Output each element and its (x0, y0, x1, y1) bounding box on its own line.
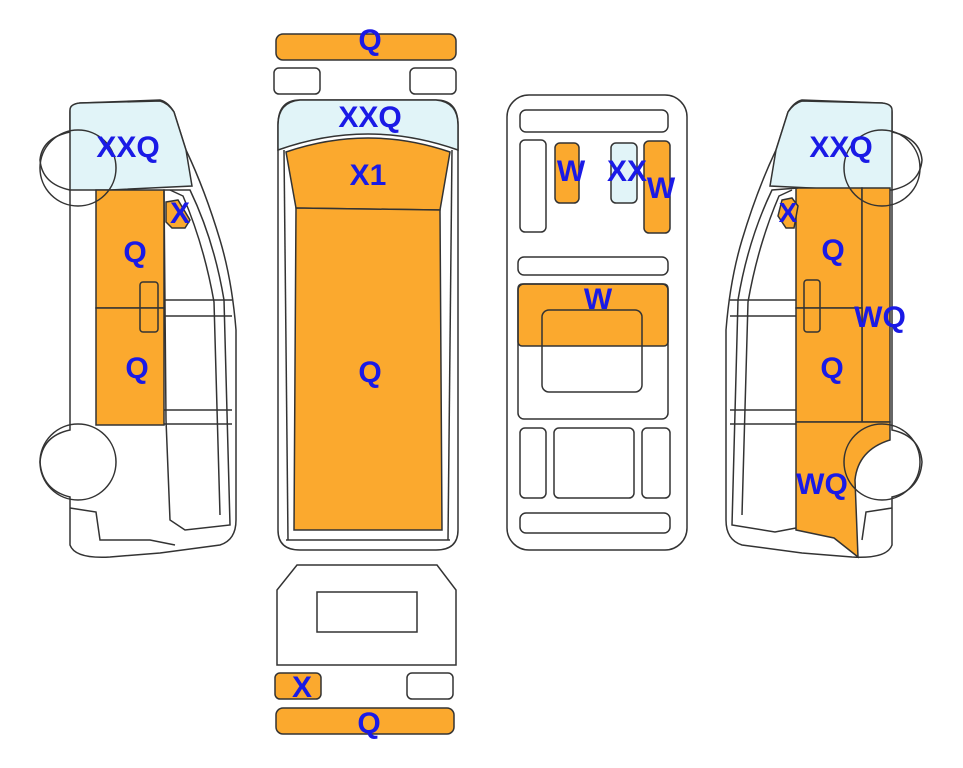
roof-center-label: XX (607, 155, 647, 188)
front-bumper[interactable] (275, 33, 457, 61)
front-hood[interactable] (293, 207, 443, 531)
roof-rear-left-rail (519, 427, 547, 499)
front-hood-top[interactable] (285, 137, 451, 211)
rear-body-outline (276, 564, 457, 666)
roof-left-rail[interactable] (554, 142, 580, 204)
right-side-pillar-inner (741, 189, 793, 516)
right-side-rear-wheel (843, 423, 921, 501)
left-side-pillar-frame (163, 189, 231, 531)
left-side-rear-door[interactable] (95, 307, 165, 426)
front-bumper-label: Q (358, 24, 381, 57)
left-side-view: XXQ X Q Q (39, 99, 237, 558)
left-side-front-wheel (39, 129, 117, 207)
roof-left-side-rail (519, 139, 547, 233)
roof-rear-bar (519, 512, 671, 534)
right-side-a-pillar-label: X (779, 197, 798, 228)
rear-view: X Q (274, 564, 457, 740)
front-hood-label: Q (358, 356, 381, 389)
right-side-rear-quarter-label: WQ (796, 468, 848, 501)
right-side-front-door[interactable] (795, 187, 863, 309)
roof-view: W XX W W (506, 94, 688, 551)
left-side-door-handle (139, 281, 159, 333)
right-side-rear-quarter[interactable] (795, 421, 891, 559)
rear-bumper-label: Q (357, 707, 380, 740)
right-side-door-handle (803, 279, 821, 333)
rear-left-light-label: X (292, 671, 312, 704)
front-left-light (273, 67, 321, 95)
roof-right-rail-label: W (647, 172, 676, 205)
left-side-a-pillar-label: X (170, 197, 190, 230)
left-side-front-door-label: Q (123, 236, 146, 269)
right-side-front-door-label: Q (821, 234, 844, 267)
right-side-rear-door-label: Q (820, 352, 843, 385)
left-side-windshield-label: XXQ (96, 131, 159, 164)
front-left-edge (283, 149, 289, 541)
left-side-pillar-inner (169, 189, 221, 516)
roof-mid-bar (517, 256, 669, 276)
front-hood-top-label: X1 (350, 159, 387, 192)
right-side-windshield (769, 100, 893, 191)
roof-front-bar (519, 109, 669, 133)
roof-sunroof-label: W (584, 283, 613, 316)
right-side-door-edge[interactable] (861, 187, 891, 423)
rear-bumper[interactable] (275, 707, 455, 735)
right-side-rear-door[interactable] (795, 307, 863, 423)
rear-window (316, 591, 418, 633)
right-side-door-edge-label: WQ (854, 301, 906, 334)
front-right-light (409, 67, 457, 95)
rear-right-light (406, 672, 454, 700)
front-right-edge (447, 149, 453, 541)
roof-right-rail[interactable] (643, 140, 671, 234)
front-windshield[interactable] (277, 99, 459, 152)
roof-sunroof-glass (541, 309, 643, 393)
roof-rear-right-rail (641, 427, 671, 499)
roof-left-rail-label: W (557, 155, 586, 188)
roof-rear-center (553, 427, 635, 499)
left-side-windshield (69, 100, 193, 191)
left-side-rear-door-label: Q (125, 352, 148, 385)
front-view: Q XXQ X1 Q (273, 24, 459, 551)
left-side-front-door[interactable] (95, 189, 165, 309)
right-side-front-wheel (843, 129, 921, 207)
right-side-sill (861, 507, 893, 541)
roof-sunroof-frame (517, 283, 669, 420)
right-side-a-pillar[interactable] (777, 197, 799, 229)
right-side-view: XXQ X Q WQ Q WQ (725, 99, 923, 559)
front-windshield-label: XXQ (338, 101, 401, 134)
rear-left-light[interactable] (274, 672, 322, 700)
roof-outline (506, 94, 688, 551)
right-side-windshield-label: XXQ (809, 131, 872, 164)
right-side-pillar-frame (731, 187, 799, 533)
left-side-sill (69, 507, 176, 546)
left-side-a-pillar[interactable] (165, 199, 191, 229)
left-side-rear-wheel (39, 423, 117, 501)
roof-center[interactable] (610, 142, 638, 204)
